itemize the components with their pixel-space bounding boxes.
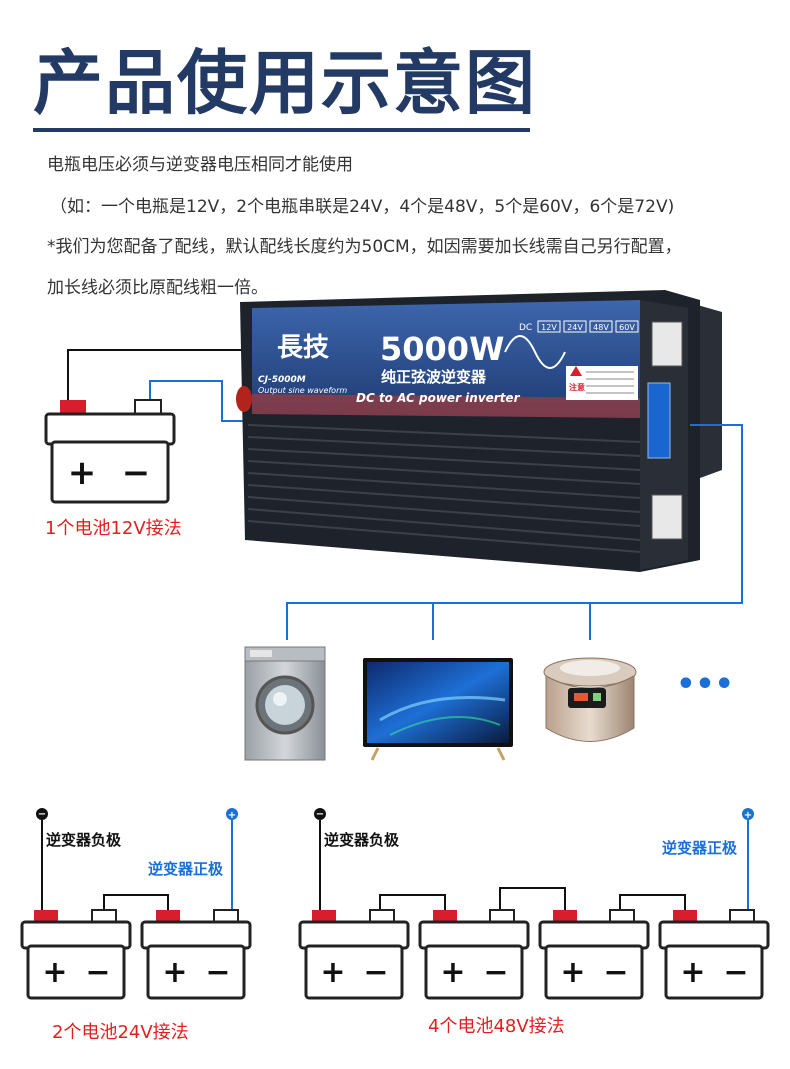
inverter-brand: 長技 (277, 333, 329, 363)
battery-4c: + − (538, 909, 650, 1000)
caption-one-battery: 1个电池12V接法 (45, 518, 182, 539)
battery-terminal-red (60, 400, 86, 416)
positive-terminal-symbol: + (228, 810, 236, 821)
battery-4a: + − (298, 909, 410, 1000)
positive-terminal-symbol: + (744, 810, 752, 821)
inverter-model: CJ-5000M (258, 375, 306, 385)
television-icon (363, 658, 513, 761)
inverter-positive-bolt (236, 386, 252, 412)
positive-terminal-icon (226, 808, 238, 820)
note-line-1: 电瓶电压必须与逆变器电压相同才能使用 (47, 155, 353, 175)
positive-terminal-icon (742, 808, 754, 820)
more-appliances-dots: ••• (676, 667, 734, 702)
label-inverter-positive-left: 逆变器正极 (148, 860, 224, 878)
battery-minus-sign: − (85, 955, 110, 990)
wire-negative-single (67, 349, 260, 408)
battery-minus-sign: − (603, 955, 628, 990)
battery-plus-sign: + (320, 955, 345, 990)
label-inverter-negative-right: 逆变器负极 (324, 831, 400, 849)
battery-2b: + − (140, 909, 252, 1000)
page-title: 产品使用示意图 (33, 42, 537, 124)
label-inverter-negative-left: 逆变器负极 (46, 831, 122, 849)
voltage-48v: 48V (593, 323, 609, 332)
inverter-voltage-boxes: 12V 24V 48V 60V (537, 320, 639, 333)
note-line-4: 加长线必须比原配线粗一倍。 (47, 278, 268, 298)
warning-icon (570, 366, 582, 376)
battery-plus-sign: + (68, 453, 97, 493)
two-battery-diagram: − + + − + − (20, 808, 252, 1000)
inverter-power: 5000W (380, 330, 504, 368)
battery-minus-sign: − (363, 955, 388, 990)
negative-terminal-icon (36, 808, 48, 820)
inverter-en-name: DC to AC power inverter (356, 391, 521, 405)
note-line-3: *我们为您配备了配线，默认配线长度约为50CM，如因需要加长线需自己另行配置， (47, 237, 682, 257)
inverter-image: 長技 CJ-5000M Output sine waveform 5000W 纯… (236, 290, 722, 572)
battery-plus-sign: + (42, 955, 67, 990)
inverter-outlet-top (651, 321, 683, 367)
battery-4d: + − (658, 909, 770, 1000)
negative-terminal-symbol: − (38, 809, 46, 820)
battery-minus-sign: − (205, 955, 230, 990)
rice-cooker-icon (543, 657, 637, 742)
inverter-cn-name: 纯正弦波逆变器 (381, 368, 487, 386)
title-underline (33, 128, 530, 132)
battery-minus-sign: − (723, 955, 748, 990)
wire-output-main (286, 424, 743, 640)
inverter-warning-text: 注意 (569, 382, 585, 392)
negative-terminal-symbol: − (316, 809, 324, 820)
battery-minus-sign: − (483, 955, 508, 990)
battery-plus-sign: + (162, 955, 187, 990)
inverter-fins (247, 424, 641, 553)
label-inverter-positive-right: 逆变器正极 (662, 839, 738, 857)
battery-single: + − (44, 399, 176, 504)
washing-machine-icon (244, 646, 326, 761)
voltage-60v: 60V (619, 323, 635, 332)
inverter-front-panel (252, 300, 640, 418)
battery-plus-sign: + (440, 955, 465, 990)
inverter-lcd-screen (647, 382, 671, 459)
battery-plus-sign: + (560, 955, 585, 990)
battery-2a: + − (20, 909, 132, 1000)
caption-four-battery: 4个电池48V接法 (428, 1016, 565, 1037)
voltage-12v: 12V (541, 323, 557, 332)
negative-terminal-icon (314, 808, 326, 820)
inverter-dc-label: DC (519, 323, 532, 333)
battery-4b: + − (418, 909, 530, 1000)
battery-plus-sign: + (680, 955, 705, 990)
note-line-2: （如：一个电瓶是12V，2个电瓶串联是24V，4个是48V，5个是60V，6个是… (50, 197, 675, 217)
four-battery-diagram: − + + − + − + − (298, 808, 770, 1000)
sine-wave-icon (504, 335, 566, 369)
voltage-24v: 24V (567, 323, 583, 332)
battery-minus-sign: − (122, 453, 151, 493)
inverter-outlet-bottom (651, 494, 683, 540)
caption-two-battery: 2个电池24V接法 (52, 1022, 189, 1043)
wire-positive-single (149, 380, 260, 422)
inverter-subtitle: Output sine waveform (258, 386, 347, 395)
